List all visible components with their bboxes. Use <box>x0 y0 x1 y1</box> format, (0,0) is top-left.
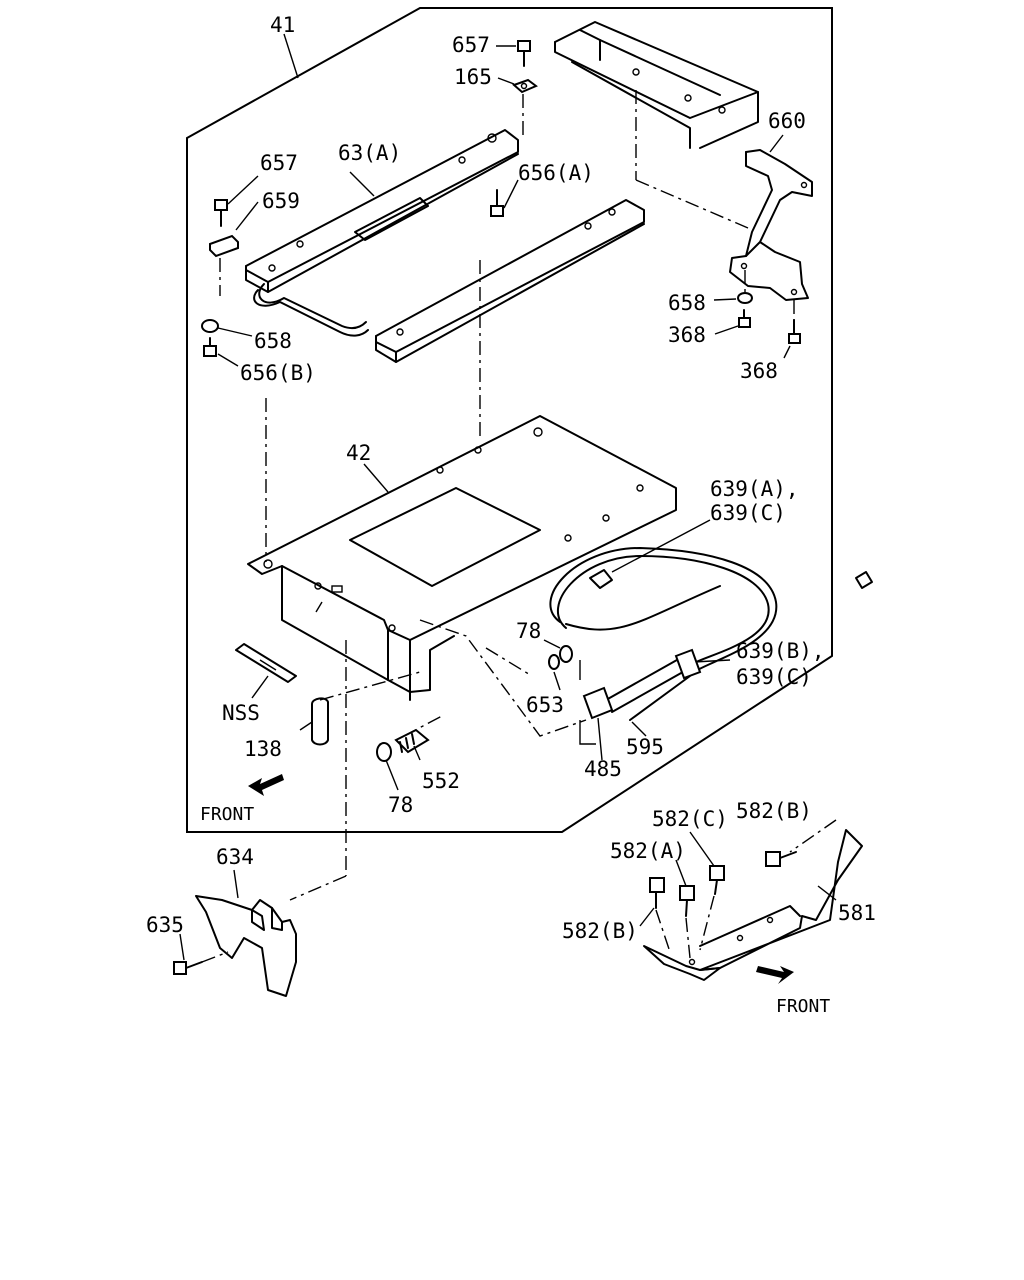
label-nss: NSS <box>222 701 260 725</box>
label-63a: 63(A) <box>338 141 401 165</box>
label-582a: 582(A) <box>610 839 686 863</box>
bolts-582 <box>639 831 797 959</box>
label-595: 595 <box>626 735 664 759</box>
label-634: 634 <box>216 845 254 869</box>
label-639b: 639(B), <box>736 639 825 663</box>
label-657-left: 657 <box>260 151 298 175</box>
assembly-41-boundary <box>186 7 833 833</box>
seat-rail-63a <box>245 129 645 440</box>
label-582c: 582(C) <box>652 807 728 831</box>
fasteners-660 <box>713 270 801 359</box>
label-582b-bottom: 582(B) <box>562 919 638 943</box>
label-639c-2: 639(C) <box>736 665 812 689</box>
bolt-656a <box>490 179 519 217</box>
nss-label-plate <box>235 643 297 699</box>
label-639a: 639(A), <box>710 477 799 501</box>
label-78-top: 78 <box>516 619 541 643</box>
label-660: 660 <box>768 109 806 133</box>
label-165: 165 <box>454 65 492 89</box>
label-656b: 656(B) <box>240 361 316 385</box>
label-78-bottom: 78 <box>388 793 413 817</box>
label-368-left: 368 <box>668 323 706 347</box>
label-653: 653 <box>526 693 564 717</box>
bracket-660 <box>729 134 813 301</box>
label-front-1: FRONT <box>200 804 254 825</box>
front-arrow-2 <box>756 966 794 984</box>
label-658-right: 658 <box>668 291 706 315</box>
label-485: 485 <box>584 757 622 781</box>
label-658-left: 658 <box>254 329 292 353</box>
bushing-552 <box>376 715 443 791</box>
label-front-2: FRONT <box>776 996 830 1017</box>
label-41: 41 <box>270 13 295 37</box>
label-368-right: 368 <box>740 359 778 383</box>
label-42: 42 <box>346 441 371 465</box>
label-635: 635 <box>146 913 184 937</box>
base-plate-42 <box>247 415 677 701</box>
bracket-634 <box>173 869 297 997</box>
fasteners-left <box>201 319 267 562</box>
label-581: 581 <box>838 901 876 925</box>
bolt-657-top <box>496 40 538 140</box>
bracket-581 <box>643 819 863 981</box>
vehicle-frame-section <box>554 21 759 229</box>
label-657-top: 657 <box>452 33 490 57</box>
label-138: 138 <box>244 737 282 761</box>
cable-639 <box>549 519 873 761</box>
pin-138 <box>299 671 421 746</box>
label-656a: 656(A) <box>518 161 594 185</box>
bolt-657-left <box>209 175 259 296</box>
label-659: 659 <box>262 189 300 213</box>
rings-78-653 <box>419 619 596 745</box>
label-582b-top: 582(B) <box>736 799 812 823</box>
front-arrow-1 <box>248 774 284 796</box>
label-639c-1: 639(C) <box>710 501 786 525</box>
label-552: 552 <box>422 769 460 793</box>
